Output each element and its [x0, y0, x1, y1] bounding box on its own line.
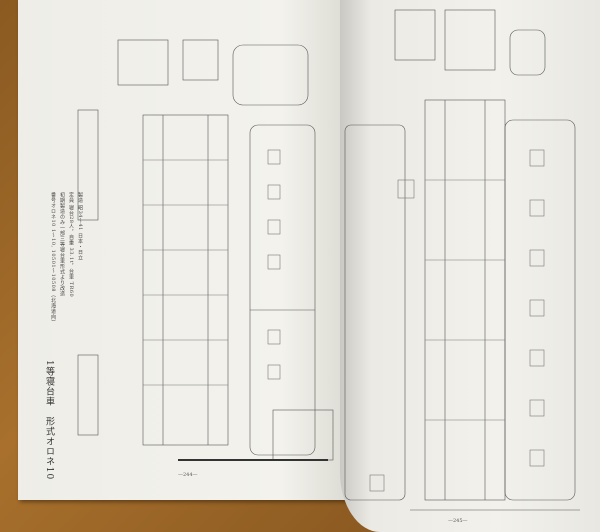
spec-line: 定員 寝台28人，自重 33.1t，台車 TR60 [68, 192, 74, 298]
page-number: —245— [448, 518, 468, 524]
railcar-drawings-left [77, 39, 334, 461]
spec-line: 製造 昭34〜41 日本・日立 [77, 192, 83, 261]
railcar-drawings-right [344, 9, 580, 511]
spec-line: 番号オロネ10 1〜10, 10501〜10508（北海道向） [50, 192, 56, 325]
page-title: 1等寝台車 形式オロネ10 [44, 360, 54, 481]
page-number: —244— [178, 472, 198, 478]
spec-line: 初期製造のみ一部三等寝台車形式より改造 [59, 192, 65, 297]
spec-text: 製造 昭34〜41 日本・日立 定員 寝台28人，自重 33.1t，台車 TR6… [48, 192, 84, 452]
right-page: —245— [340, 0, 600, 532]
left-page: 製造 昭34〜41 日本・日立 定員 寝台28人，自重 33.1t，台車 TR6… [18, 0, 348, 500]
